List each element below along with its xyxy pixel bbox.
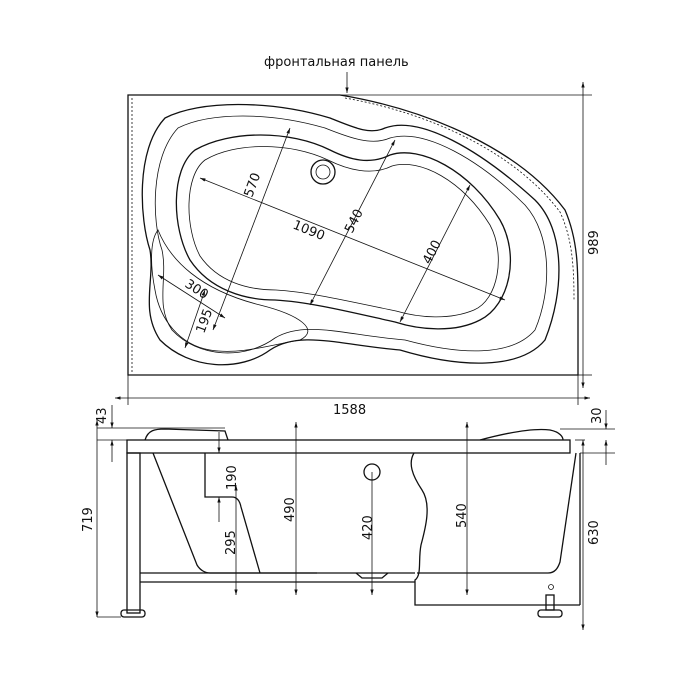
front-panel-label: фронтальная панель xyxy=(264,55,409,70)
dim-43: 43 xyxy=(95,407,110,424)
drain-inner-icon xyxy=(315,164,331,180)
dim-420: 420 xyxy=(361,515,376,540)
dim-989: 989 xyxy=(587,230,602,255)
tub-body-right xyxy=(417,452,577,574)
top-view: 570 1090 540 400 300 195 фронтальная пан… xyxy=(115,55,602,418)
dim-line-400 xyxy=(399,184,471,323)
dim-295: 295 xyxy=(224,530,239,555)
front-panel-edge xyxy=(131,97,575,372)
tub-outline xyxy=(127,94,579,376)
dim-line-540 xyxy=(309,139,396,306)
panel-cutaway xyxy=(410,452,580,606)
dim-490: 490 xyxy=(283,497,298,522)
dim-195: 195 xyxy=(194,307,217,335)
headrest-right xyxy=(479,428,564,441)
dim-540-front: 540 xyxy=(455,503,470,528)
seat-step xyxy=(204,453,261,574)
dim-570: 570 xyxy=(242,171,265,199)
dim-300: 300 xyxy=(182,277,211,303)
dim-30: 30 xyxy=(590,407,605,424)
panel-screw-icon xyxy=(548,584,554,590)
foot-left xyxy=(120,609,146,618)
front-view: 43 719 30 630 190 295 490 420 540 xyxy=(81,405,615,630)
dim-630: 630 xyxy=(587,520,602,545)
dim-line-195 xyxy=(184,289,206,349)
foot-right xyxy=(537,609,563,618)
tub-rim xyxy=(126,439,571,454)
dim-190: 190 xyxy=(225,465,240,490)
basin-inner xyxy=(188,146,499,318)
dim-540: 540 xyxy=(342,207,367,236)
headrest-left xyxy=(144,428,229,441)
leg-right xyxy=(545,594,555,611)
outer-rim xyxy=(141,103,560,366)
dim-719: 719 xyxy=(81,507,96,532)
leg-left xyxy=(126,452,141,614)
dim-1588: 1588 xyxy=(333,403,366,418)
drain-icon xyxy=(310,159,336,185)
